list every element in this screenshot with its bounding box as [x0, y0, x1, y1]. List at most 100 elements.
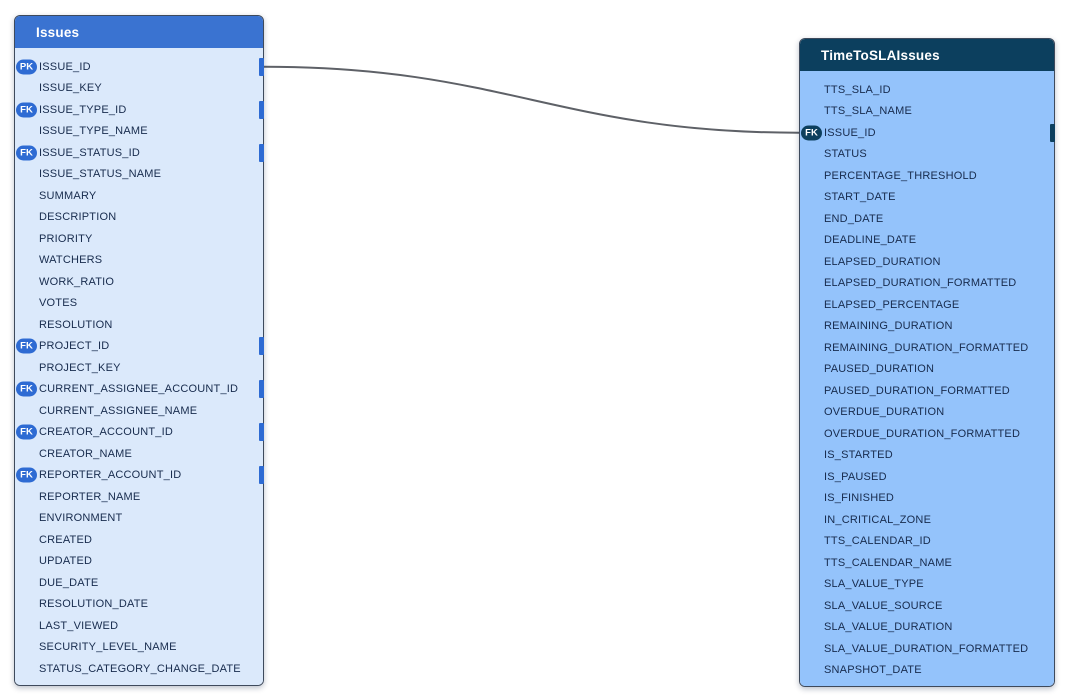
table-row[interactable]: ENVIRONMENT — [15, 508, 263, 530]
table-row[interactable]: SLA_VALUE_DURATION_FORMATTED — [800, 638, 1054, 660]
table-row[interactable]: IS_FINISHED — [800, 488, 1054, 510]
column-name: ISSUE_TYPE_ID — [39, 103, 127, 116]
column-name: SECURITY_LEVEL_NAME — [39, 641, 177, 654]
table-row[interactable]: TTS_CALENDAR_ID — [800, 531, 1054, 553]
connector-port — [259, 57, 264, 76]
table-row[interactable]: DUE_DATE — [15, 572, 263, 594]
table-row[interactable]: RESOLUTION — [15, 314, 263, 336]
table-row[interactable]: ELAPSED_PERCENTAGE — [800, 294, 1054, 316]
column-name: TTS_SLA_ID — [824, 83, 891, 96]
column-name: CREATOR_ACCOUNT_ID — [39, 426, 173, 439]
table-row[interactable]: LAST_VIEWED — [15, 615, 263, 637]
table-row[interactable]: START_DATE — [800, 187, 1054, 209]
table-row[interactable]: WATCHERS — [15, 250, 263, 272]
column-name: REMAINING_DURATION_FORMATTED — [824, 341, 1029, 354]
table-timetoslaissues[interactable]: TimeToSLAIssues TTS_SLA_ID TTS_SLA_NAME FK… — [799, 38, 1055, 687]
column-name: STATUS_CATEGORY_CHANGE_DATE — [39, 662, 241, 675]
column-name: IS_STARTED — [824, 449, 893, 462]
table-row[interactable]: TTS_CALENDAR_NAME — [800, 552, 1054, 574]
column-name: DEADLINE_DATE — [824, 234, 917, 247]
column-name: IS_FINISHED — [824, 492, 895, 505]
table-row[interactable]: ELAPSED_DURATION_FORMATTED — [800, 273, 1054, 295]
column-name: PROJECT_ID — [39, 340, 110, 353]
table-row[interactable]: ISSUE_STATUS_NAME — [15, 164, 263, 186]
connector-port — [259, 380, 264, 399]
foreign-key-badge: FK — [16, 424, 37, 440]
table-row[interactable]: SLA_VALUE_SOURCE — [800, 595, 1054, 617]
column-name: CREATOR_NAME — [39, 447, 133, 460]
column-name: ISSUE_STATUS_NAME — [39, 168, 162, 181]
table-row[interactable]: ISSUE_KEY — [15, 78, 263, 100]
table-row[interactable]: TTS_SLA_ID — [800, 79, 1054, 101]
primary-key-badge: PK — [16, 59, 37, 75]
column-name: CURRENT_ASSIGNEE_NAME — [39, 404, 198, 417]
table-row[interactable]: OVERDUE_DURATION_FORMATTED — [800, 423, 1054, 445]
table-row[interactable]: END_DATE — [800, 208, 1054, 230]
table-row[interactable]: VOTES — [15, 293, 263, 315]
table-row[interactable]: CREATED — [15, 529, 263, 551]
table-timetoslaissues-header[interactable]: TimeToSLAIssues — [800, 39, 1054, 71]
table-row[interactable]: PRIORITY — [15, 228, 263, 250]
column-name: WORK_RATIO — [39, 275, 115, 288]
column-name: PAUSED_DURATION_FORMATTED — [824, 384, 1010, 397]
column-name: ELAPSED_PERCENTAGE — [824, 298, 960, 311]
table-row[interactable]: CREATOR_NAME — [15, 443, 263, 465]
column-name: SUMMARY — [39, 189, 97, 202]
foreign-key-badge: FK — [16, 145, 37, 161]
column-name: TTS_SLA_NAME — [824, 105, 912, 118]
connector-port — [259, 466, 264, 485]
table-row[interactable]: SNAPSHOT_DATE — [800, 660, 1054, 682]
table-row[interactable]: SECURITY_LEVEL_NAME — [15, 637, 263, 659]
table-row[interactable]: SUMMARY — [15, 185, 263, 207]
column-name: PRIORITY — [39, 232, 93, 245]
table-row[interactable]: SLA_VALUE_TYPE — [800, 574, 1054, 596]
column-name: PROJECT_KEY — [39, 361, 121, 374]
table-row[interactable]: SLA_VALUE_DURATION — [800, 617, 1054, 639]
table-issues-header[interactable]: Issues — [15, 16, 263, 48]
table-row[interactable]: DEADLINE_DATE — [800, 230, 1054, 252]
table-row[interactable]: STATUS — [800, 144, 1054, 166]
table-row[interactable]: ISSUE_TYPE_NAME — [15, 121, 263, 143]
table-title: TimeToSLAIssues — [821, 47, 940, 63]
table-row[interactable]: IS_STARTED — [800, 445, 1054, 467]
table-row[interactable]: RESOLUTION_DATE — [15, 594, 263, 616]
table-row[interactable]: CURRENT_ASSIGNEE_NAME — [15, 400, 263, 422]
relationship-line[interactable] — [263, 65, 800, 134]
table-row[interactable]: PERCENTAGE_THRESHOLD — [800, 165, 1054, 187]
table-row[interactable]: IS_PAUSED — [800, 466, 1054, 488]
connector-port — [1050, 123, 1055, 142]
table-row[interactable]: PAUSED_DURATION_FORMATTED — [800, 380, 1054, 402]
table-row[interactable]: TTS_SLA_NAME — [800, 101, 1054, 123]
table-row[interactable]: STATUS_CATEGORY_CHANGE_DATE — [15, 658, 263, 680]
table-row[interactable]: REMAINING_DURATION_FORMATTED — [800, 337, 1054, 359]
table-row[interactable]: UPDATED — [15, 551, 263, 573]
table-row[interactable]: OVERDUE_DURATION — [800, 402, 1054, 424]
table-row[interactable]: WORK_RATIO — [15, 271, 263, 293]
table-row[interactable]: DESCRIPTION — [15, 207, 263, 229]
column-name: LAST_VIEWED — [39, 619, 119, 632]
column-name: PERCENTAGE_THRESHOLD — [824, 169, 977, 182]
table-row[interactable]: REPORTER_NAME — [15, 486, 263, 508]
column-name: OVERDUE_DURATION_FORMATTED — [824, 427, 1021, 440]
column-name: ISSUE_ID — [39, 60, 91, 73]
connector-port — [259, 100, 264, 119]
table-row[interactable]: PAUSED_DURATION — [800, 359, 1054, 381]
table-row[interactable]: PROJECT_KEY — [15, 357, 263, 379]
connector-port — [259, 143, 264, 162]
column-name: RESOLUTION_DATE — [39, 598, 149, 611]
table-row[interactable]: REMAINING_DURATION — [800, 316, 1054, 338]
table-row[interactable]: ELAPSED_DURATION — [800, 251, 1054, 273]
column-name: DUE_DATE — [39, 576, 99, 589]
column-name: ELAPSED_DURATION — [824, 255, 941, 268]
table-row[interactable]: IN_CRITICAL_ZONE — [800, 509, 1054, 531]
